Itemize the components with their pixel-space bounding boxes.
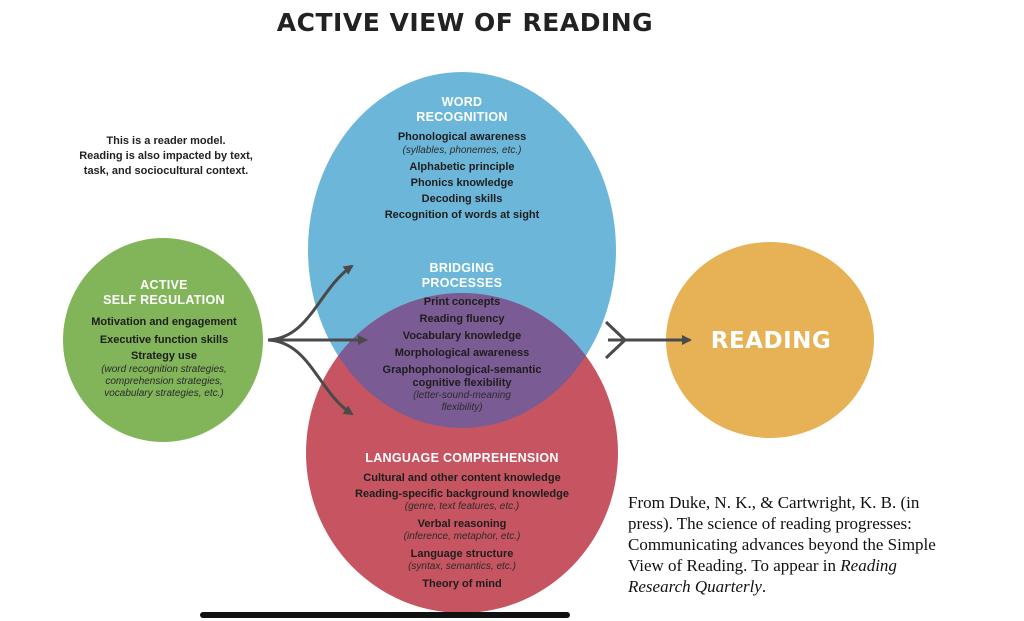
bridging-item: Graphophonological-semantic (382, 364, 542, 376)
citation-line: Communicating advances beyond the Simple (628, 535, 936, 554)
word-recognition-item: Recognition of words at sight (384, 209, 540, 221)
language-comprehension-item: (genre, text features, etc.) (404, 501, 520, 512)
citation-journal: Reading (840, 556, 897, 575)
bridging-processes-text: BRIDGING PROCESSES Print concepts Readin… (346, 261, 578, 414)
self-regulation-item: comprehension strategies, (105, 376, 223, 387)
bridging-item: Print concepts (423, 296, 501, 308)
bridging-processes-overlap (308, 293, 616, 428)
bridging-item: Vocabulary knowledge (402, 330, 522, 342)
self-regulation-circle (63, 238, 263, 442)
citation-journal: Research Quarterly (628, 577, 762, 596)
self-regulation-item: (word recognition strategies, (101, 364, 227, 375)
citation-line: View of Reading. To appear in Reading (628, 555, 1018, 576)
note-line: task, and sociocultural context. (83, 165, 249, 177)
bridging-item: (letter-sound-meaning (413, 390, 511, 401)
self-regulation-text: ACTIVE SELF REGULATION Motivation and en… (66, 278, 262, 400)
word-recognition-text: WORD RECOGNITION Phonological awareness … (330, 95, 594, 223)
word-recognition-item: Decoding skills (421, 193, 503, 205)
word-recognition-item: Phonological awareness (397, 131, 527, 143)
self-regulation-heading: ACTIVE (140, 278, 188, 292)
reading-circle (666, 242, 874, 438)
citation-line: press). The science of reading progresse… (628, 514, 912, 533)
citation-line: Research Quarterly. (628, 576, 1018, 597)
bridging-item: flexibility) (441, 402, 483, 413)
bridging-heading: PROCESSES (421, 276, 503, 290)
fork-arrows (267, 264, 368, 416)
word-recognition-item: Alphabetic principle (409, 161, 515, 173)
self-regulation-item: Strategy use (130, 350, 198, 362)
language-comprehension-item: Cultural and other content knowledge (363, 472, 561, 484)
language-comprehension-item: Theory of mind (422, 578, 502, 590)
word-recognition-heading: WORD (441, 95, 483, 109)
arrow-to-language-comprehension (267, 338, 354, 416)
word-recognition-item: Phonics knowledge (410, 177, 514, 189)
citation-line: From Duke, N. K., & Cartwright, K. B. (i… (628, 493, 920, 512)
bridging-item: cognitive flexibility (412, 377, 512, 389)
arrow-to-word-recognition (267, 264, 354, 342)
citation-text: View of Reading. To appear in (628, 556, 841, 575)
arrows-to-reading (604, 320, 692, 360)
self-regulation-heading: SELF REGULATION (103, 293, 225, 307)
bridging-heading: BRIDGING (429, 261, 495, 275)
self-regulation-item: vocabulary strategies, etc.) (104, 388, 224, 399)
reader-model-note: This is a reader model. Reading is also … (66, 134, 266, 179)
reading-label: READING (710, 328, 832, 354)
word-recognition-item: (syllables, phonemes, etc.) (402, 145, 522, 156)
self-regulation-item: Executive function skills (99, 334, 229, 346)
citation: From Duke, N. K., & Cartwright, K. B. (i… (628, 492, 1018, 597)
language-comprehension-item: (inference, metaphor, etc.) (403, 531, 521, 542)
self-regulation-item: Motivation and engagement (91, 316, 237, 328)
home-indicator-bar[interactable] (200, 612, 570, 618)
word-recognition-heading: RECOGNITION (416, 110, 508, 124)
diagram-title: ACTIVE VIEW OF READING (276, 8, 654, 37)
note-line: This is a reader model. (106, 135, 226, 147)
bridging-item: Morphological awareness (394, 347, 530, 359)
language-comprehension-text: LANGUAGE COMPREHENSION Cultural and othe… (322, 451, 602, 592)
language-comprehension-item: Verbal reasoning (417, 518, 507, 530)
bridging-item: Reading fluency (419, 313, 505, 325)
language-comprehension-item: (syntax, semantics, etc.) (408, 561, 516, 572)
language-comprehension-item: Language structure (410, 548, 514, 560)
note-line: Reading is also impacted by text, (79, 150, 253, 162)
language-comprehension-heading: LANGUAGE COMPREHENSION (365, 451, 559, 465)
citation-end: . (761, 577, 767, 596)
language-comprehension-item: Reading-specific background knowledge (355, 488, 569, 500)
